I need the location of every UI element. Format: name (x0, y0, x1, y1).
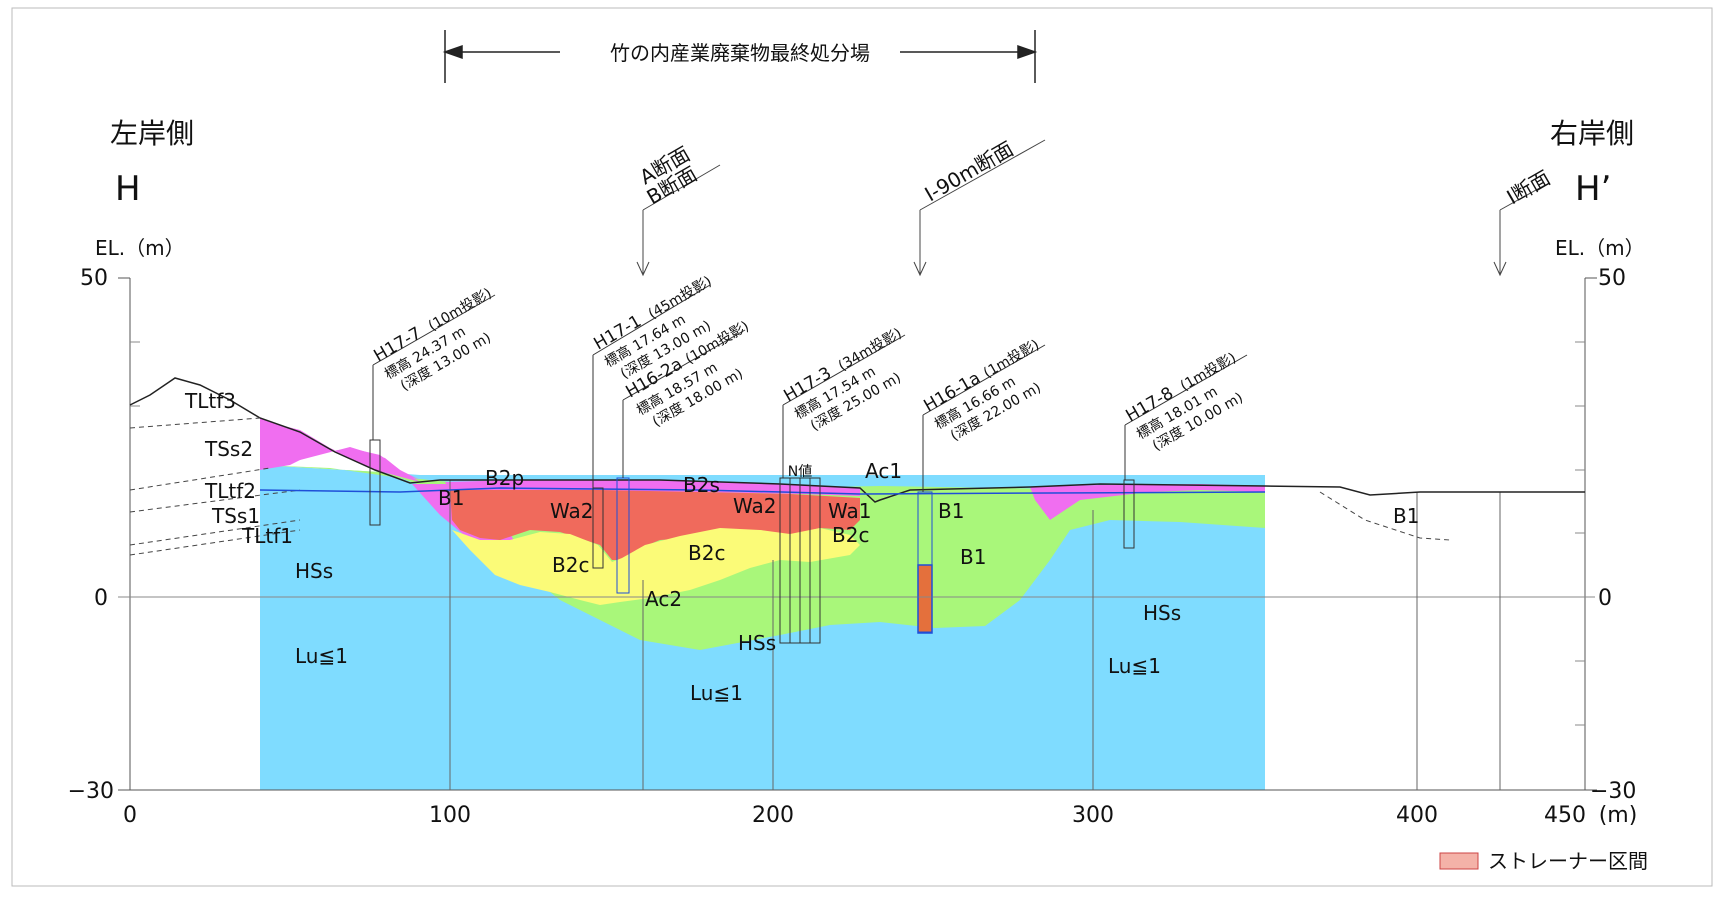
right-bank-label: 右岸側 (1550, 117, 1634, 150)
x-tick-100: 100 (429, 803, 471, 828)
label-TSs2: TSs2 (204, 437, 253, 461)
label-B2s: B2s (683, 473, 720, 497)
y-tick-0-left: 0 (94, 586, 108, 611)
label-Ac1: Ac1 (865, 459, 902, 483)
legend-strainer-swatch (1439, 852, 1479, 870)
layer-Wa2-fill (450, 490, 860, 560)
label-Ac2: Ac2 (645, 587, 682, 611)
section-h-label: H (115, 169, 141, 209)
water-table (259, 487, 1266, 495)
x-unit: (m) (1599, 803, 1638, 828)
y-tick-neg30-right: −30 (1590, 779, 1636, 804)
label-n-value: N値 (788, 464, 812, 480)
label-HSs-left: HSs (295, 559, 333, 583)
label-B1-center: B1 (938, 499, 964, 523)
legend-strainer: ストレーナー区間 (1439, 849, 1648, 873)
geology-layers (260, 418, 1265, 790)
label-Lu-right: Lu≦1 (1108, 654, 1161, 678)
y-tick-neg30-left: −30 (68, 779, 114, 804)
borehole-columns (369, 439, 1135, 644)
label-TSs1: TSs1 (211, 504, 260, 528)
label-B1-lower: B1 (960, 545, 986, 569)
label-Lu-center: Lu≦1 (690, 681, 743, 705)
label-B2c-left: B2c (552, 553, 589, 577)
section-i90: I-90m断面 (921, 137, 1018, 207)
layer-B2c-fill (452, 528, 860, 605)
label-TLtf1: TLtf1 (241, 524, 293, 548)
x-tick-450: 450 (1544, 803, 1586, 828)
section-i: I断面 (1503, 166, 1555, 210)
section-h-prime-label: H’ (1575, 169, 1611, 209)
label-HSs-right: HSs (1143, 601, 1181, 625)
left-bank-label: 左岸側 (110, 117, 194, 150)
label-B2c-center: B2c (688, 541, 725, 565)
axes-grid (118, 277, 1597, 791)
site-title: 竹の内産業廃棄物最終処分場 (610, 41, 870, 65)
section-markers (636, 139, 1546, 277)
strainer-h16-1a (917, 564, 933, 634)
label-Wa2-right: Wa2 (733, 494, 776, 518)
y-tick-50-right: 50 (1598, 266, 1626, 291)
borehole-h17-3: H17-3 (34m投影) 標高 17.54 m (深度 25.00 m) (781, 325, 905, 434)
borehole-h17-7: H17-7 (10m投影) 標高 24.37 m (深度 13.00 m) (371, 285, 495, 394)
legend-strainer-label: ストレーナー区間 (1488, 849, 1648, 873)
title-dimension-arrow (442, 30, 1038, 83)
label-B1-right: B1 (1393, 504, 1419, 528)
dashed-strata-lines (129, 417, 1451, 556)
layer-labels: TLtf3 TSs2 TLtf2 TSs1 TLtf1 HSs Lu≦1 B1 … (184, 389, 1419, 705)
label-TLtf2: TLtf2 (204, 479, 256, 503)
y-tick-0-right: 0 (1598, 586, 1612, 611)
ground-surface (129, 377, 1585, 503)
x-tick-200: 200 (752, 803, 794, 828)
svg-text:(1m投影): (1m投影) (981, 337, 1042, 382)
elevation-unit-left: EL.（m） (95, 236, 185, 260)
label-Wa1: Wa1 (828, 499, 871, 523)
y-tick-50-left: 50 (80, 266, 108, 291)
x-tick-300: 300 (1072, 803, 1114, 828)
label-B1-left: B1 (438, 486, 464, 510)
label-B2p: B2p (485, 466, 524, 490)
label-Lu-left: Lu≦1 (295, 644, 348, 668)
borehole-h17-8: H17-8 (1m投影) 標高 18.01 m (深度 10.00 m) (1123, 350, 1246, 454)
x-tick-400: 400 (1396, 803, 1438, 828)
label-TLtf3: TLtf3 (184, 389, 236, 413)
label-B2c-right: B2c (832, 523, 869, 547)
label-HSs-center: HSs (738, 631, 776, 655)
label-Wa2-left: Wa2 (550, 499, 593, 523)
elevation-unit-right: EL.（m） (1555, 236, 1645, 260)
x-tick-0: 0 (123, 803, 137, 828)
borehole-h16-1a: H16-1a (1m投影) 標高 16.66 m (深度 22.00 m) (921, 337, 1044, 444)
